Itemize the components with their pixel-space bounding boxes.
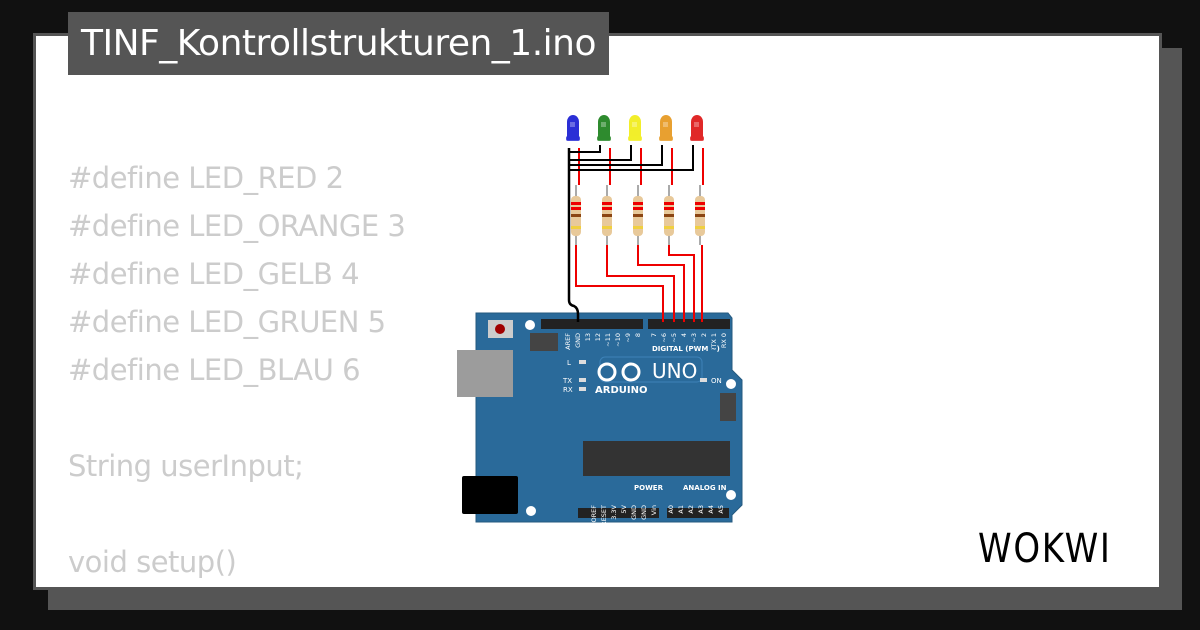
pin-label: 4 [680, 333, 688, 337]
model-label: UNO [652, 359, 697, 383]
led-red[interactable] [690, 115, 704, 141]
pin-label: A2 [687, 505, 695, 514]
pin-label: GND [630, 505, 638, 520]
tx-led-label: TX [562, 377, 572, 385]
resistor[interactable] [664, 185, 674, 245]
pin-label: 5V [620, 504, 628, 513]
code-line: #define LED_GRUEN 5 [68, 305, 386, 339]
led-blue[interactable] [566, 115, 580, 141]
pin-label: AREF [564, 333, 572, 350]
pin-label: ~11 [604, 333, 612, 347]
pin-label: GND [574, 333, 582, 348]
pin-label: ~6 [660, 333, 668, 343]
l-led-label: L [567, 359, 571, 367]
preview-card: #define LED_RED 2 #define LED_ORANGE 3 #de… [33, 33, 1162, 590]
pin-label: 13 [584, 333, 592, 341]
signal-wire [606, 245, 675, 322]
analog-header [667, 508, 729, 518]
code-line: #define LED_RED 2 [68, 161, 344, 195]
atmega-chip [583, 441, 730, 476]
arduino-infinity-logo-icon [597, 362, 641, 382]
cathode-wire [569, 145, 694, 171]
resistor[interactable] [602, 185, 612, 245]
led-orange[interactable] [659, 115, 673, 141]
resistor[interactable] [571, 185, 581, 245]
pin-label: ~10 [614, 333, 622, 347]
wokwi-logo: WOKWI [978, 526, 1112, 572]
code-line: void setup() [68, 545, 237, 579]
pin-label: A0 [667, 505, 675, 514]
pin-label: 3.3V [610, 504, 618, 519]
pin-label: TX 1 [710, 333, 718, 349]
arduino-uno-board[interactable]: UNO ARDUINO DIGITAL (PWM ~) ON L TX RX P… [457, 312, 743, 526]
rx-led-label: RX [563, 386, 573, 394]
pin-label: A4 [707, 505, 715, 514]
pin-label: A1 [677, 505, 685, 514]
pin-label: GND [640, 505, 648, 520]
analog-label: ANALOG IN [683, 484, 727, 492]
pin-label: IOREF [590, 505, 598, 525]
pin-label: ~5 [670, 333, 678, 343]
code-line: #define LED_BLAU 6 [68, 353, 361, 387]
project-title: TINF_Kontrollstrukturen_1.ino [68, 12, 609, 75]
usb-port [457, 350, 513, 397]
pin-label: RESET [600, 505, 608, 526]
pin-label: RX 0 [720, 333, 728, 348]
digital-header-left [541, 319, 643, 329]
pin-label: ~3 [690, 333, 698, 343]
code-line: #define LED_GELB 4 [68, 257, 360, 291]
power-label: POWER [634, 484, 664, 492]
on-label: ON [711, 377, 722, 385]
signal-wire [637, 245, 685, 322]
led-green[interactable] [597, 115, 611, 141]
code-preview: #define LED_RED 2 #define LED_ORANGE 3 #de… [68, 154, 406, 587]
cathode-wire [569, 145, 632, 161]
cathode-wire [569, 145, 601, 153]
led-yellow[interactable] [628, 115, 642, 141]
resistor[interactable] [695, 185, 705, 245]
wires [567, 145, 704, 322]
pin-label: Vin [650, 505, 658, 515]
pin-label: 7 [650, 333, 658, 337]
gnd-wire [567, 148, 580, 322]
pin-label: 8 [634, 333, 642, 337]
digital-label: DIGITAL (PWM ~) [652, 345, 720, 353]
pin-label: 12 [594, 333, 602, 341]
resistor[interactable] [633, 185, 643, 245]
pin-label: ~9 [624, 333, 632, 343]
pin-label: A5 [717, 505, 725, 514]
power-header [578, 508, 659, 518]
pin-label: 2 [700, 333, 708, 337]
pin-label: A3 [697, 505, 705, 514]
brand-label: ARDUINO [595, 385, 647, 396]
digital-header-right [648, 319, 730, 329]
code-line: #define LED_ORANGE 3 [68, 209, 406, 243]
code-line: String userInput; [68, 449, 304, 483]
power-jack [462, 476, 518, 514]
signal-wire [575, 245, 664, 322]
cathode-wire [569, 145, 663, 166]
signal-wire [668, 245, 695, 322]
